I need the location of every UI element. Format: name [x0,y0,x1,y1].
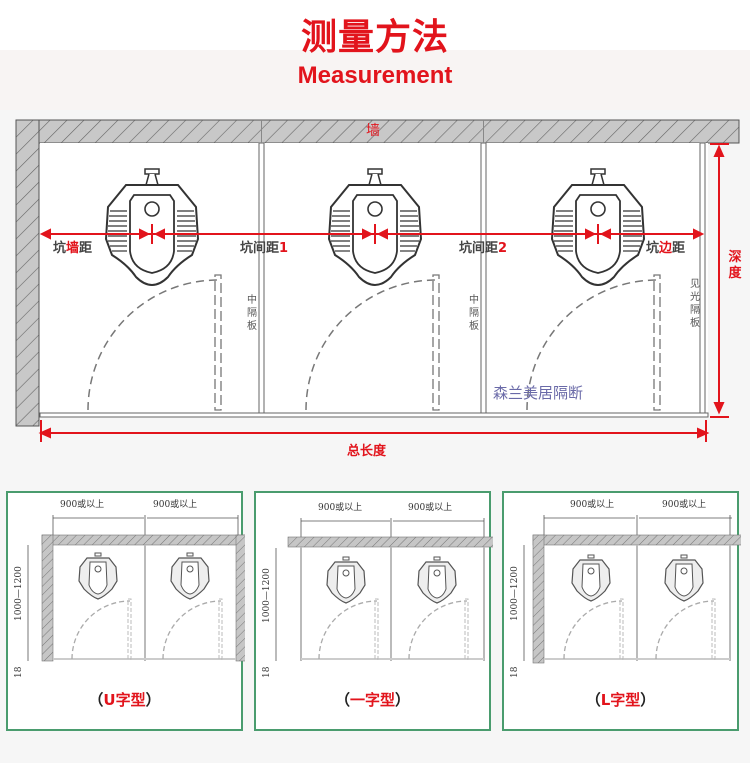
straight-bottom: 18 [262,666,272,678]
straight-caption: （一字型） [334,691,411,709]
label-total-length: 总长度 [347,444,387,459]
u-width-1: 900或以上 [60,500,105,510]
straight-layout-drawing [275,518,493,661]
main-measurement-diagram: 墙 坑墙距 坑间距1 坑间距2 坑边距 深度 总长度 中隔板 中隔板 见光隔板 … [0,110,750,470]
u-width-2: 900或以上 [153,500,198,510]
l-bottom: 18 [510,666,520,678]
u-bottom: 18 [14,666,24,678]
header-bottom-band [0,50,750,110]
floor-plan-drawing [15,119,740,442]
l-width-2: 900或以上 [662,500,707,510]
page-subtitle: Measurement [297,62,453,89]
label-pit-spacing-2: 坑间距2 [459,241,508,256]
u-caption: （U字型） [88,691,161,709]
l-depth: 1000—1200 [510,566,520,621]
header-top-band [0,0,750,50]
label-middle-partition-2: 中隔板 [469,295,479,332]
straight-depth: 1000—1200 [262,568,272,623]
watermark: 森兰美居隔断 [493,384,584,402]
l-caption: （L字型） [585,691,656,709]
layout-panel-u: 900或以上 900或以上 1000—1200 18 （U字型） [6,491,245,731]
label-pit-spacing-1: 坑间距1 [240,241,289,256]
l-layout-drawing [523,515,741,664]
layout-panel-l: 900或以上 900或以上 1000—1200 18 （L字型） [502,491,741,731]
label-exposed-partition: 见光隔板 [690,279,700,329]
straight-width-1: 900或以上 [318,503,363,513]
straight-width-2: 900或以上 [408,503,453,513]
label-pit-edge-distance: 坑边距 [646,241,686,256]
label-middle-partition-1: 中隔板 [247,295,257,332]
layout-panel-straight: 900或以上 900或以上 1000—1200 18 （一字型） [254,491,493,731]
label-pit-wall-distance: 坑墙距 [53,241,93,256]
label-depth: 深度 [728,250,742,281]
l-width-1: 900或以上 [570,500,615,510]
wall-label: 墙 [366,123,380,139]
u-depth: 1000—1200 [14,566,24,621]
u-layout-drawing [27,515,245,662]
page-title: 测量方法 [300,17,449,58]
